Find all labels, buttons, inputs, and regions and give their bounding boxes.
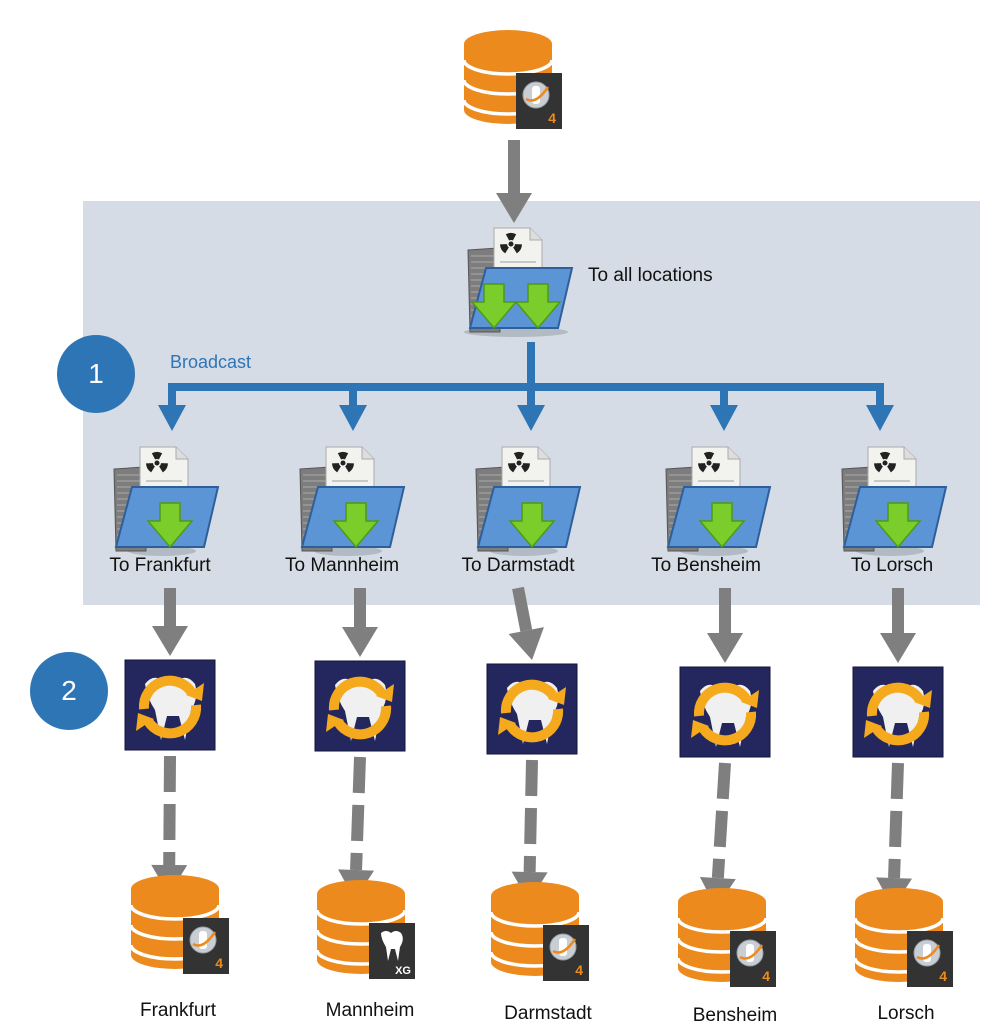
broadcast-arrow-3 xyxy=(710,387,738,431)
folder-icon-bensheim xyxy=(665,446,772,556)
folder-icon-lorsch xyxy=(841,446,948,556)
site-label-bensheim: Bensheim xyxy=(692,1005,778,1026)
folder-label-darmstadt: To Darmstadt xyxy=(461,555,575,576)
folder-label-lorsch: To Lorsch xyxy=(850,555,934,576)
arrow-to-sync-mannheim xyxy=(342,588,378,657)
sync-icon-lorsch xyxy=(852,666,944,758)
download-arrow-icon xyxy=(508,502,556,549)
folder-label-mannheim: To Mannheim xyxy=(284,555,400,576)
sync-icon-frankfurt xyxy=(124,659,216,751)
site-label-darmstadt: Darmstadt xyxy=(504,1003,592,1024)
svg-text:4: 4 xyxy=(762,968,770,984)
badge-sidexis4-icon: 4 xyxy=(907,931,953,987)
database-icon-lorsch: 4 xyxy=(853,888,953,987)
arrow-to-sync-lorsch xyxy=(880,588,916,663)
radiation-icon xyxy=(500,233,522,254)
download-arrow-icon xyxy=(514,283,562,330)
dashed-arrow-to-db-lorsch xyxy=(876,762,913,908)
broadcast-label: Broadcast xyxy=(170,352,252,372)
radiation-icon xyxy=(698,451,720,473)
svg-text:4: 4 xyxy=(215,955,223,971)
step-number: 1 xyxy=(88,358,104,389)
svg-text:XG: XG xyxy=(395,965,411,977)
site-label-lorsch: Lorsch xyxy=(877,1003,935,1024)
badge-sidexis4-icon: 4 xyxy=(543,925,589,981)
step-badge-1: 1 xyxy=(57,335,135,413)
badge-sidexis4-icon: 4 xyxy=(516,73,562,129)
download-arrow-icon xyxy=(698,502,746,549)
badge-xg-icon: XG xyxy=(369,923,415,979)
broadcast-arrow-0 xyxy=(158,387,186,431)
badge-sidexis4-icon: 4 xyxy=(730,931,776,987)
source-database-icon: 4 xyxy=(462,30,562,129)
all-locations-folder-icon xyxy=(464,227,574,337)
dashed-arrow-to-db-bensheim xyxy=(699,762,736,908)
radiation-icon xyxy=(874,451,896,473)
badge-sidexis4-icon: 4 xyxy=(183,918,229,974)
dashed-arrow-to-db-darmstadt xyxy=(511,759,548,902)
broadcast-arrow-2 xyxy=(517,387,545,431)
svg-text:4: 4 xyxy=(548,110,556,126)
folder-icon-mannheim xyxy=(299,446,406,556)
download-arrow-icon xyxy=(332,502,380,549)
broadcast-arrow-1 xyxy=(339,387,367,431)
svg-text:4: 4 xyxy=(575,962,583,978)
step-badge-2: 2 xyxy=(30,652,108,730)
dashed-arrow-to-db-frankfurt xyxy=(151,755,188,895)
download-arrow-icon xyxy=(146,502,194,549)
site-label-frankfurt: Frankfurt xyxy=(139,1000,217,1021)
database-icon-darmstadt: 4 xyxy=(489,882,589,981)
download-arrow-icon xyxy=(874,502,922,549)
group-label: To all locations xyxy=(588,265,713,286)
database-icon-bensheim: 4 xyxy=(676,888,776,987)
sync-icon-mannheim xyxy=(314,660,406,752)
radiation-icon xyxy=(508,452,530,473)
folder-label-frankfurt: To Frankfurt xyxy=(109,555,211,576)
step-number: 2 xyxy=(61,675,77,706)
folder-icon-frankfurt xyxy=(113,446,220,556)
svg-text:4: 4 xyxy=(939,968,947,984)
radiation-icon xyxy=(146,452,168,473)
database-icon-frankfurt: 4 xyxy=(129,875,229,974)
arrow-to-sync-bensheim xyxy=(707,588,743,663)
dashed-arrow-to-db-mannheim xyxy=(338,756,375,900)
database-icon-mannheim: XG xyxy=(315,880,415,979)
arrow-to-sync-frankfurt xyxy=(152,588,188,656)
download-arrow-icon xyxy=(470,283,518,330)
folder-label-bensheim: To Bensheim xyxy=(651,555,761,576)
folder-icon-darmstadt xyxy=(475,446,582,556)
broadcast-arrow-4 xyxy=(866,387,894,431)
arrow-source-to-group xyxy=(496,140,532,223)
arrow-to-sync-darmstadt xyxy=(508,586,544,660)
radiation-icon xyxy=(332,452,354,473)
sync-icon-bensheim xyxy=(679,666,771,758)
sync-icon-darmstadt xyxy=(486,663,578,755)
site-label-mannheim: Mannheim xyxy=(325,1000,415,1021)
